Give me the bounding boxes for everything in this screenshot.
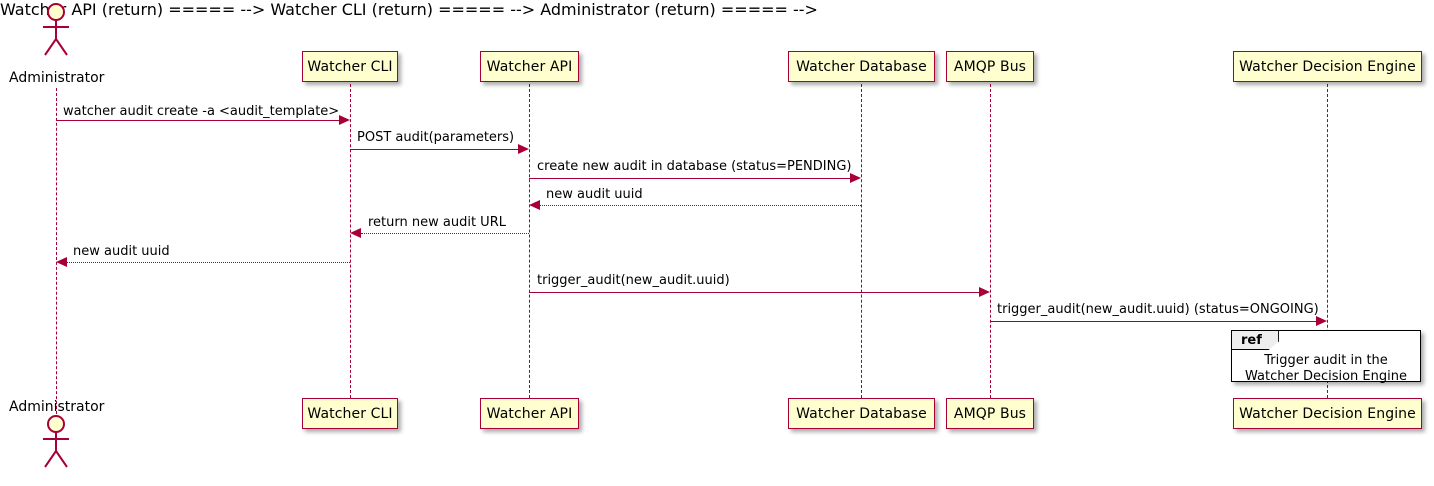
ref-fragment-line-1: Trigger audit in the — [1264, 353, 1388, 368]
message-label-trigger-audit-ongoing: trigger_audit(new_audit.uuid) (status=ON… — [997, 302, 1319, 317]
actor-administrator-top — [34, 2, 78, 58]
participant-label: AMQP Bus — [953, 405, 1027, 422]
arrow-head-icon — [529, 200, 540, 210]
lifeline-administrator — [56, 88, 57, 414]
arrow-head-icon — [850, 173, 861, 183]
message-line-return-new-audit-url — [361, 233, 529, 234]
participant-label: Watcher Decision Engine — [1239, 405, 1416, 422]
message-line-post-audit — [350, 149, 518, 150]
message-line-trigger-audit — [529, 292, 979, 293]
participant-label: Watcher Decision Engine — [1239, 58, 1416, 75]
participant-watcher-cli-bottom[interactable]: Watcher CLI — [302, 398, 398, 429]
lifeline-amqp-bus — [990, 84, 991, 398]
participant-label: Watcher API — [486, 405, 573, 422]
participant-label: AMQP Bus — [953, 58, 1027, 75]
message-line-watcher-audit-create — [56, 120, 339, 121]
participant-label: Watcher CLI — [307, 58, 393, 75]
message-line-create-new-audit — [529, 178, 850, 179]
participant-amqp-bus-top[interactable]: AMQP Bus — [946, 51, 1034, 82]
ref-fragment-tab-label: ref — [1241, 332, 1262, 348]
arrow-head-icon — [518, 144, 529, 154]
message-label-return-new-audit-url: return new audit URL — [368, 215, 506, 230]
ref-fragment-body: Trigger audit in the Watcher Decision En… — [1232, 353, 1420, 385]
message-label-new-audit-uuid-admin: new audit uuid — [73, 244, 170, 259]
arrow-head-icon — [979, 287, 990, 297]
arrow-head-icon — [1316, 316, 1327, 326]
message-label-watcher-audit-create: watcher audit create -a <audit_template> — [63, 104, 340, 119]
lifeline-watcher-decision-engine — [1327, 84, 1328, 398]
participant-watcher-api-top[interactable]: Watcher API — [480, 51, 579, 82]
actor-administrator-bottom — [34, 414, 78, 470]
participant-amqp-bus-bottom[interactable]: AMQP Bus — [946, 398, 1034, 429]
lifeline-watcher-database — [861, 84, 862, 398]
lifeline-watcher-cli — [350, 84, 351, 398]
message-line-new-audit-uuid-admin — [67, 262, 350, 263]
arrow-head-icon — [56, 257, 67, 267]
message-label-trigger-audit: trigger_audit(new_audit.uuid) — [537, 273, 730, 288]
participant-watcher-database-top[interactable]: Watcher Database — [788, 51, 935, 82]
participant-label: Watcher Database — [796, 405, 927, 422]
ref-fragment-tab: ref — [1232, 331, 1279, 350]
participant-watcher-decision-engine-top[interactable]: Watcher Decision Engine — [1233, 51, 1422, 82]
participant-watcher-decision-engine-bottom[interactable]: Watcher Decision Engine — [1233, 398, 1422, 429]
lifeline-watcher-api — [529, 84, 530, 398]
participant-watcher-database-bottom[interactable]: Watcher Database — [788, 398, 935, 429]
participant-watcher-api-bottom[interactable]: Watcher API — [480, 398, 579, 429]
participant-label: Watcher API — [486, 58, 573, 75]
participant-label: Watcher Database — [796, 58, 927, 75]
arrow-head-icon — [350, 228, 361, 238]
message-label-post-audit: POST audit(parameters) — [357, 130, 515, 145]
message-label-create-new-audit: create new audit in database (status=PEN… — [537, 159, 852, 174]
message-line-new-audit-uuid-api — [540, 205, 861, 206]
actor-label-administrator-top: Administrator — [9, 70, 105, 86]
arrow-head-icon — [339, 115, 350, 125]
participant-watcher-cli-top[interactable]: Watcher CLI — [302, 51, 398, 82]
participant-label: Watcher CLI — [307, 405, 393, 422]
message-label-new-audit-uuid-api: new audit uuid — [546, 187, 643, 202]
ref-fragment-line-2: Watcher Decision Engine — [1245, 369, 1407, 384]
message-line-trigger-audit-ongoing — [990, 321, 1316, 322]
ref-fragment: ref Trigger audit in the Watcher Decisio… — [1231, 330, 1421, 385]
